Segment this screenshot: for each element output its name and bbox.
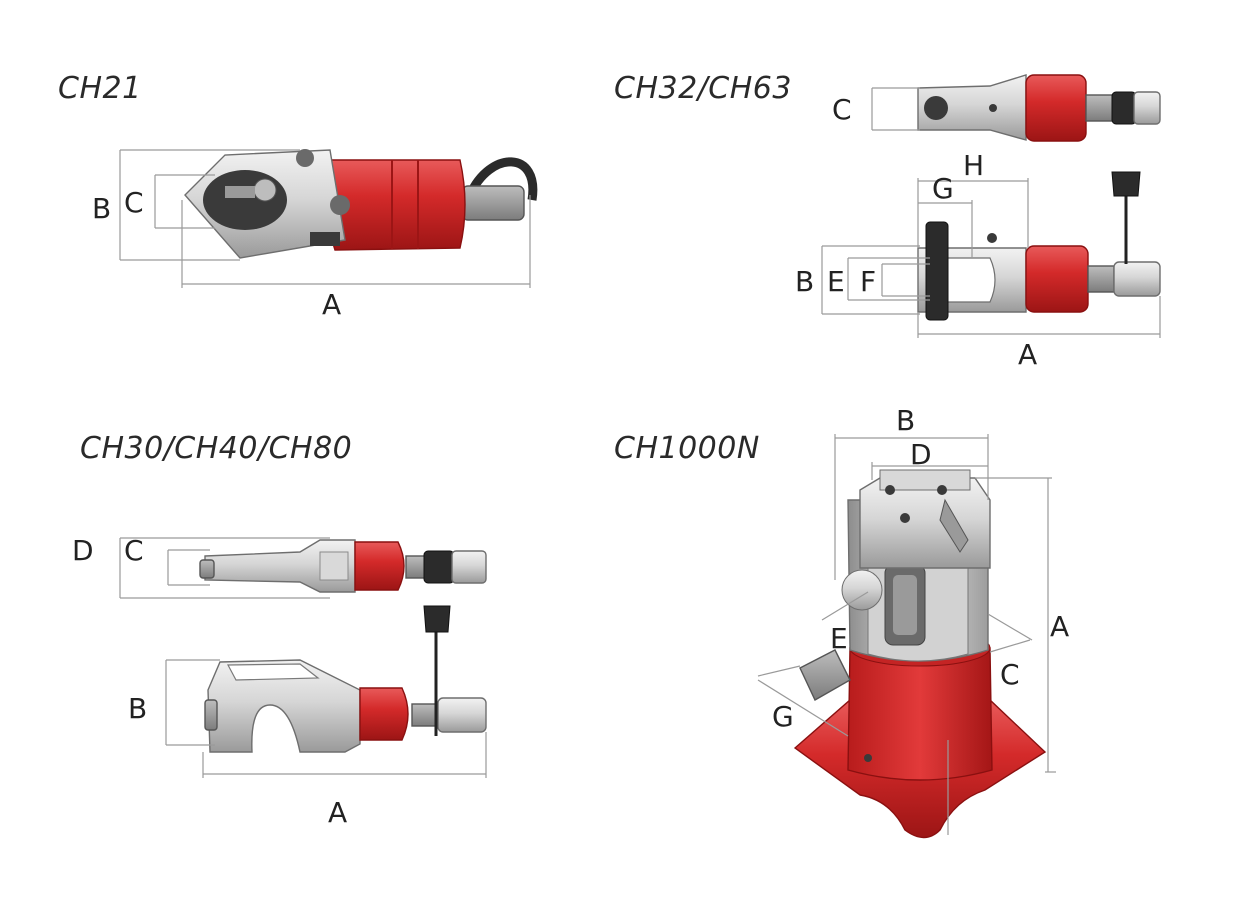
ch1000-dim-label-g: G xyxy=(772,700,794,733)
ch32-side-pin xyxy=(925,221,949,321)
ch21-crimp-die xyxy=(203,170,287,230)
ch21-dim-label-c: C xyxy=(124,186,144,219)
ch30-dim-label-b: B xyxy=(128,692,147,725)
ch30-side-red-body xyxy=(359,687,409,741)
model-ch1000n: CH1000N xyxy=(614,404,1069,839)
model-title-ch32-ch63: CH32/CH63 xyxy=(614,71,792,106)
ch21-tool-illustration xyxy=(184,149,538,259)
ch1000-tool-illustration xyxy=(793,469,1047,839)
ch21-dimension-lines xyxy=(119,149,531,288)
ch21-dim-label-a: A xyxy=(322,288,341,321)
ch30-side-coupler xyxy=(437,697,487,733)
ch30-dim-label-a: A xyxy=(328,796,347,829)
ch32-top-red-body xyxy=(1025,74,1087,142)
model-ch21: CH21 xyxy=(58,71,538,321)
ch30-side-head xyxy=(207,659,361,753)
ch32-side-view xyxy=(917,171,1161,321)
ch1000-dim-label-a: A xyxy=(1050,610,1069,643)
ch32-dim-label-a: A xyxy=(1018,338,1037,371)
ch32-side-red-body xyxy=(1025,245,1089,313)
ch32-side-dust-cap xyxy=(1111,171,1141,197)
ch21-connector xyxy=(461,185,525,221)
ch32-top-cap xyxy=(1111,91,1137,125)
ch30-top-head xyxy=(204,539,356,593)
model-title-ch30-ch40-ch80: CH30/CH40/CH80 xyxy=(80,431,352,466)
model-ch32-ch63: CH32/CH63 C xyxy=(614,71,1161,371)
ch32-dim-label-g: G xyxy=(932,172,954,205)
ch32-side-dimension-lines xyxy=(821,178,1161,338)
ch32-side-coupler xyxy=(1113,261,1161,297)
model-ch30-ch40-ch80: CH30/CH40/CH80 D C xyxy=(72,431,487,829)
model-title-ch1000n: CH1000N xyxy=(614,431,760,466)
ch32-top-coupler xyxy=(1133,91,1161,125)
ch1000-dimension-lines xyxy=(757,434,1056,835)
ch30-dim-label-d: D xyxy=(72,534,94,567)
ch1000-top-head xyxy=(859,477,991,569)
ch21-dim-label-b: B xyxy=(92,192,111,225)
ch32-top-dimension-lines xyxy=(871,87,920,131)
ch30-dim-label-c: C xyxy=(124,534,144,567)
ch1000-dim-label-b: B xyxy=(896,404,915,437)
model-title-ch21: CH21 xyxy=(58,71,142,106)
ch30-top-red-body xyxy=(354,541,405,591)
ch30-top-view xyxy=(199,539,487,593)
ch30-side-dimension-lines xyxy=(165,659,487,778)
ch32-dim-label-e: E xyxy=(827,265,845,298)
ch21-hose xyxy=(465,157,538,201)
ch30-top-coupler xyxy=(451,550,487,584)
ch30-side-dust-cap xyxy=(423,605,451,633)
ch30-top-dimension-lines xyxy=(119,537,330,599)
ch30-top-cap xyxy=(423,550,455,584)
ch1000-dim-label-e: E xyxy=(830,622,848,655)
ch30-side-view xyxy=(204,605,487,753)
ch32-dim-label-b: B xyxy=(795,265,814,298)
ch1000-dim-label-c: C xyxy=(1000,658,1020,691)
ch1000-dim-label-d: D xyxy=(910,438,932,471)
ch1000-red-body xyxy=(847,647,993,781)
ch1000-coupler xyxy=(799,649,851,701)
ch32-top-view xyxy=(917,74,1161,142)
ch32-dim-label-f: F xyxy=(860,265,876,298)
ch32-dim-label-c: C xyxy=(832,93,852,126)
ch32-dim-label-h: H xyxy=(963,149,984,182)
